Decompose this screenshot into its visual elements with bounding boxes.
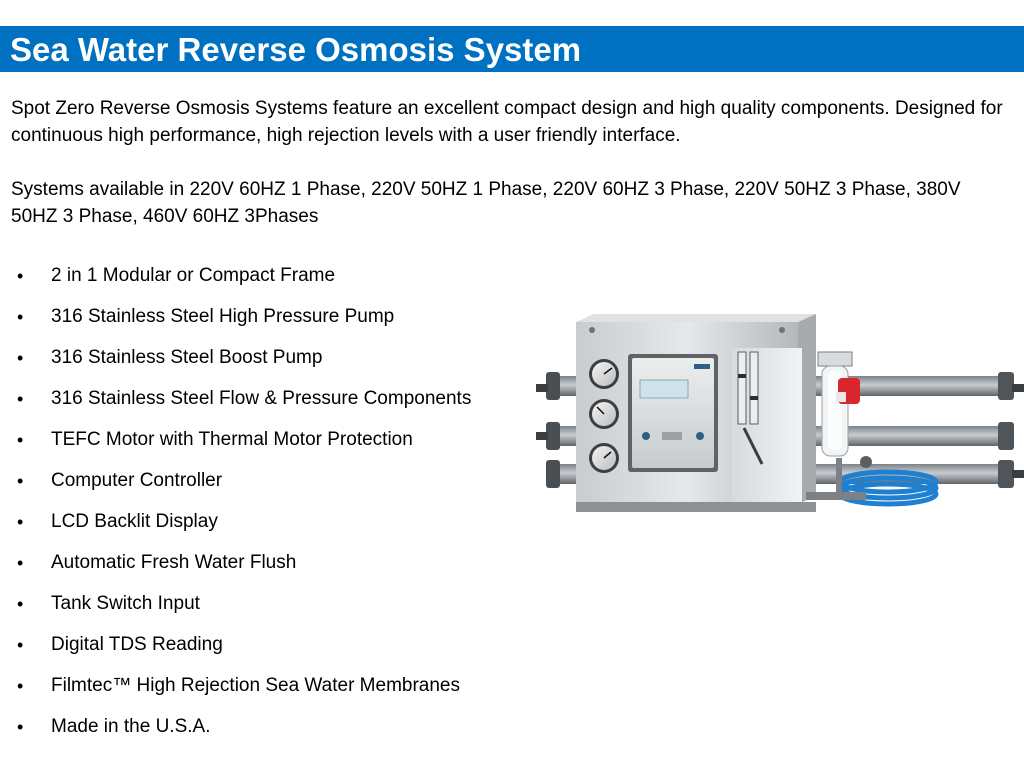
bullet-icon: • xyxy=(17,348,24,368)
bullet-icon: • xyxy=(17,676,24,696)
feature-label: Computer Controller xyxy=(51,470,223,491)
feature-label: LCD Backlit Display xyxy=(51,511,218,532)
feature-label: Tank Switch Input xyxy=(51,593,200,614)
intro-paragraph-voltages: Systems available in 220V 60HZ 1 Phase, … xyxy=(11,179,961,227)
ro-system-image xyxy=(536,314,1024,512)
bottom-piping xyxy=(806,456,872,500)
bullet-icon: • xyxy=(17,594,24,614)
bullet-icon: • xyxy=(17,389,24,409)
feature-label: 316 Stainless Steel Flow & Pressure Comp… xyxy=(51,388,472,409)
bullet-icon: • xyxy=(17,430,24,450)
intro-text: Spot Zero Reverse Osmosis Systems featur… xyxy=(11,95,1011,230)
feature-label: TEFC Motor with Thermal Motor Protection xyxy=(51,429,413,450)
feature-label: Made in the U.S.A. xyxy=(51,716,211,737)
intro-paragraph-description: Spot Zero Reverse Osmosis Systems featur… xyxy=(11,98,1003,146)
bullet-icon: • xyxy=(17,307,24,327)
feature-label: 316 Stainless Steel High Pressure Pump xyxy=(51,306,395,327)
slide-title: Sea Water Reverse Osmosis System xyxy=(10,31,582,68)
bullet-icon: • xyxy=(17,635,24,655)
feature-label: Automatic Fresh Water Flush xyxy=(51,552,297,573)
flow-meters xyxy=(737,351,764,465)
controller-panel xyxy=(628,354,718,472)
feature-label: Digital TDS Reading xyxy=(51,634,223,655)
feature-label: 2 in 1 Modular or Compact Frame xyxy=(51,265,336,286)
bullet-icon: • xyxy=(17,553,24,573)
title-bar xyxy=(0,26,1024,72)
bullet-icon: • xyxy=(17,717,24,737)
prefilter-housing xyxy=(817,351,860,457)
bullet-icon: • xyxy=(17,471,24,491)
bullet-icon: • xyxy=(17,266,24,286)
bullet-icon: • xyxy=(17,512,24,532)
feature-label: 316 Stainless Steel Boost Pump xyxy=(51,347,323,368)
feature-label: Filmtec™ High Rejection Sea Water Membra… xyxy=(51,675,460,696)
pressure-gauges xyxy=(589,359,619,473)
